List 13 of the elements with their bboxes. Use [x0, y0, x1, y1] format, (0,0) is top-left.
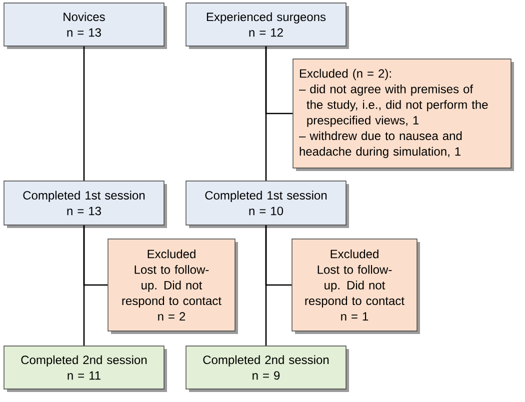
session-box: Completed 2nd session n = 11 [4, 346, 167, 392]
exclusion-box: Excluded (n = 2): – did not agree with premises of the study, i.e., did not perform the prespecified views, 1 – withdrew due to nausea and headache during simulation, 1 [292, 58, 514, 171]
exclusion-box: Excluded Lost to follow-up. Did not respond to contact n = 2 [108, 238, 238, 334]
group-box: Novices n = 13 [4, 2, 167, 49]
session-box: Completed 1st session n = 10 [186, 180, 349, 228]
connector-line [265, 225, 292, 286]
exclusion-box: Excluded Lost to follow-up. Did not respond to contact n = 1 [292, 238, 420, 334]
connector-line [83, 225, 108, 286]
session-box: Completed 1st session n = 13 [4, 180, 167, 228]
connector-line [265, 46, 293, 114]
group-box: Experienced surgeons n = 12 [186, 2, 349, 49]
connector-line [83, 46, 85, 181]
session-box: Completed 2nd session n = 9 [186, 346, 349, 392]
